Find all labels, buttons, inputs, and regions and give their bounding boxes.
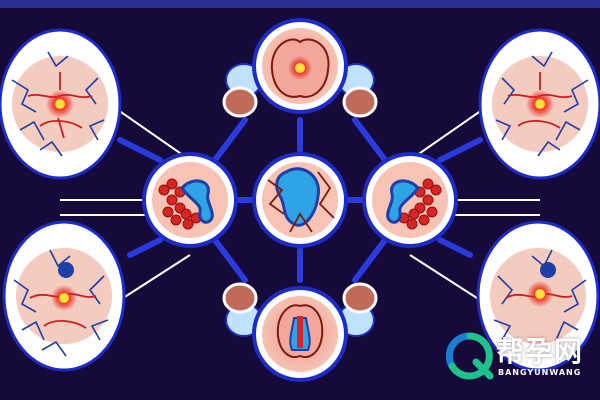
outer-top-left-cell <box>0 28 122 180</box>
watermark-title: 帮孕网 <box>496 335 584 368</box>
top-cell <box>222 18 378 118</box>
inner-right-cell <box>362 152 458 248</box>
outer-bottom-right-cell <box>476 220 600 372</box>
connector-lines <box>60 109 540 301</box>
outer-bottom-left-cell <box>2 220 126 372</box>
q-logo-icon <box>446 332 494 380</box>
inner-left-cell <box>142 152 238 248</box>
watermark-subtitle: BANGYUNWANG <box>498 368 582 377</box>
watermark: 帮孕网 BANGYUNWANG <box>446 330 596 386</box>
top-border <box>0 0 600 8</box>
connector-bars <box>117 117 483 283</box>
bottom-cell <box>222 282 378 382</box>
outer-top-right-cell <box>478 28 600 180</box>
center-cell <box>252 152 348 248</box>
